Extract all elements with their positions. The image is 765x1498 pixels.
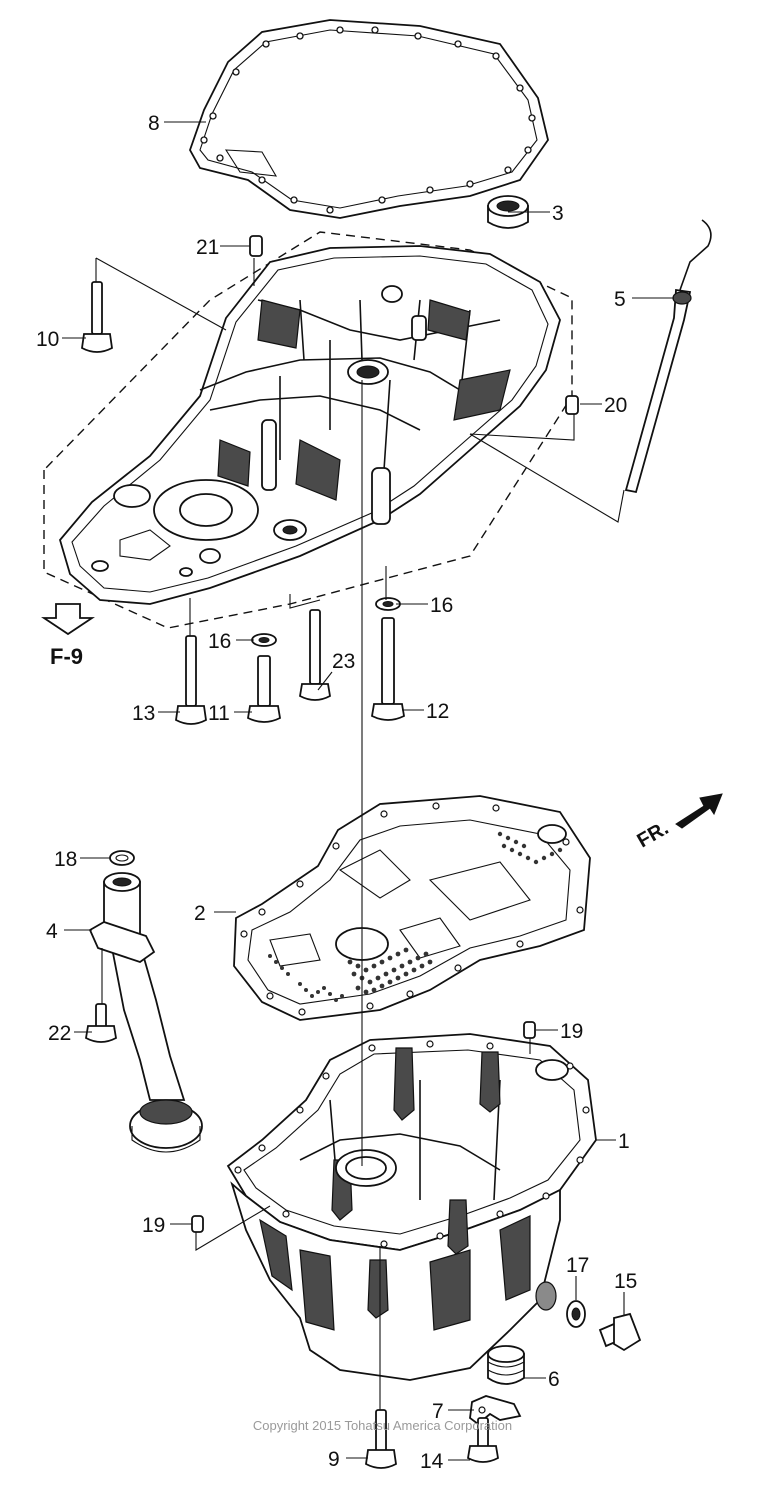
front-arrow-icon (675, 793, 723, 829)
dowel-pin-19-lower (191, 1215, 204, 1233)
callout-13: 13 (132, 702, 155, 725)
callout-1: 1 (618, 1130, 630, 1153)
callout-3: 3 (552, 202, 564, 225)
reference-label: F-9 (50, 644, 83, 669)
callout-7: 7 (432, 1400, 444, 1423)
bolt-11 (247, 655, 281, 723)
plug-6 (487, 1345, 525, 1385)
callout-labels: 8 3 21 5 10 20 16 16 23 13 11 12 18 2 4 … (36, 112, 637, 1473)
bolt-13 (175, 635, 207, 725)
callout-22: 22 (48, 1022, 71, 1045)
washer-16-lower (251, 633, 277, 647)
bolt-23 (299, 609, 331, 701)
callout-5: 5 (614, 288, 626, 311)
bolt-14 (467, 1417, 499, 1463)
callout-9: 9 (328, 1448, 340, 1471)
bracket-7 (469, 1395, 522, 1426)
callout-16-lower: 16 (208, 630, 231, 653)
gasket-17 (566, 1300, 586, 1328)
callout-19-lower: 19 (142, 1214, 165, 1237)
callout-17: 17 (566, 1254, 589, 1277)
callout-14: 14 (420, 1450, 444, 1473)
assembly-lines (95, 257, 625, 1410)
dipstick-5 (624, 219, 712, 494)
bolt-10 (81, 281, 113, 353)
oil-pan-1 (226, 1033, 597, 1381)
gasket-8 (189, 19, 549, 219)
reference-arrow-f9: F-9 (41, 603, 95, 669)
callout-11: 11 (208, 702, 230, 725)
drain-plug-15 (598, 1312, 642, 1352)
callout-10: 10 (36, 328, 59, 351)
callout-16-upper: 16 (430, 594, 453, 617)
callout-21: 21 (196, 236, 219, 259)
bolt-22 (85, 1003, 117, 1043)
callout-12: 12 (426, 700, 449, 723)
dowel-pin-19-upper (523, 1021, 536, 1039)
callout-18: 18 (54, 848, 77, 871)
dowel-pin-20 (565, 395, 579, 415)
oil-strainer-4 (88, 872, 203, 1153)
dowel-pin-21 (249, 235, 263, 257)
bolt-9 (365, 1409, 397, 1469)
callout-20: 20 (604, 394, 627, 417)
callout-15: 15 (614, 1270, 637, 1293)
callout-6: 6 (548, 1368, 560, 1391)
front-direction-label: FR. (634, 817, 673, 852)
callout-4: 4 (46, 920, 58, 943)
baffle-plate-2 (233, 795, 591, 1021)
front-direction-indicator: FR. (634, 793, 723, 852)
leader-lines (62, 121, 674, 1461)
bolt-12 (371, 617, 405, 721)
callout-8: 8 (148, 112, 160, 135)
copyright-notice: Copyright 2015 Tohatsu America Corporati… (252, 1418, 513, 1433)
callout-2: 2 (194, 902, 206, 925)
upper-case-assembly (43, 231, 573, 629)
callout-23: 23 (332, 650, 355, 673)
o-ring-18 (109, 850, 135, 866)
callout-19-upper: 19 (560, 1020, 583, 1043)
